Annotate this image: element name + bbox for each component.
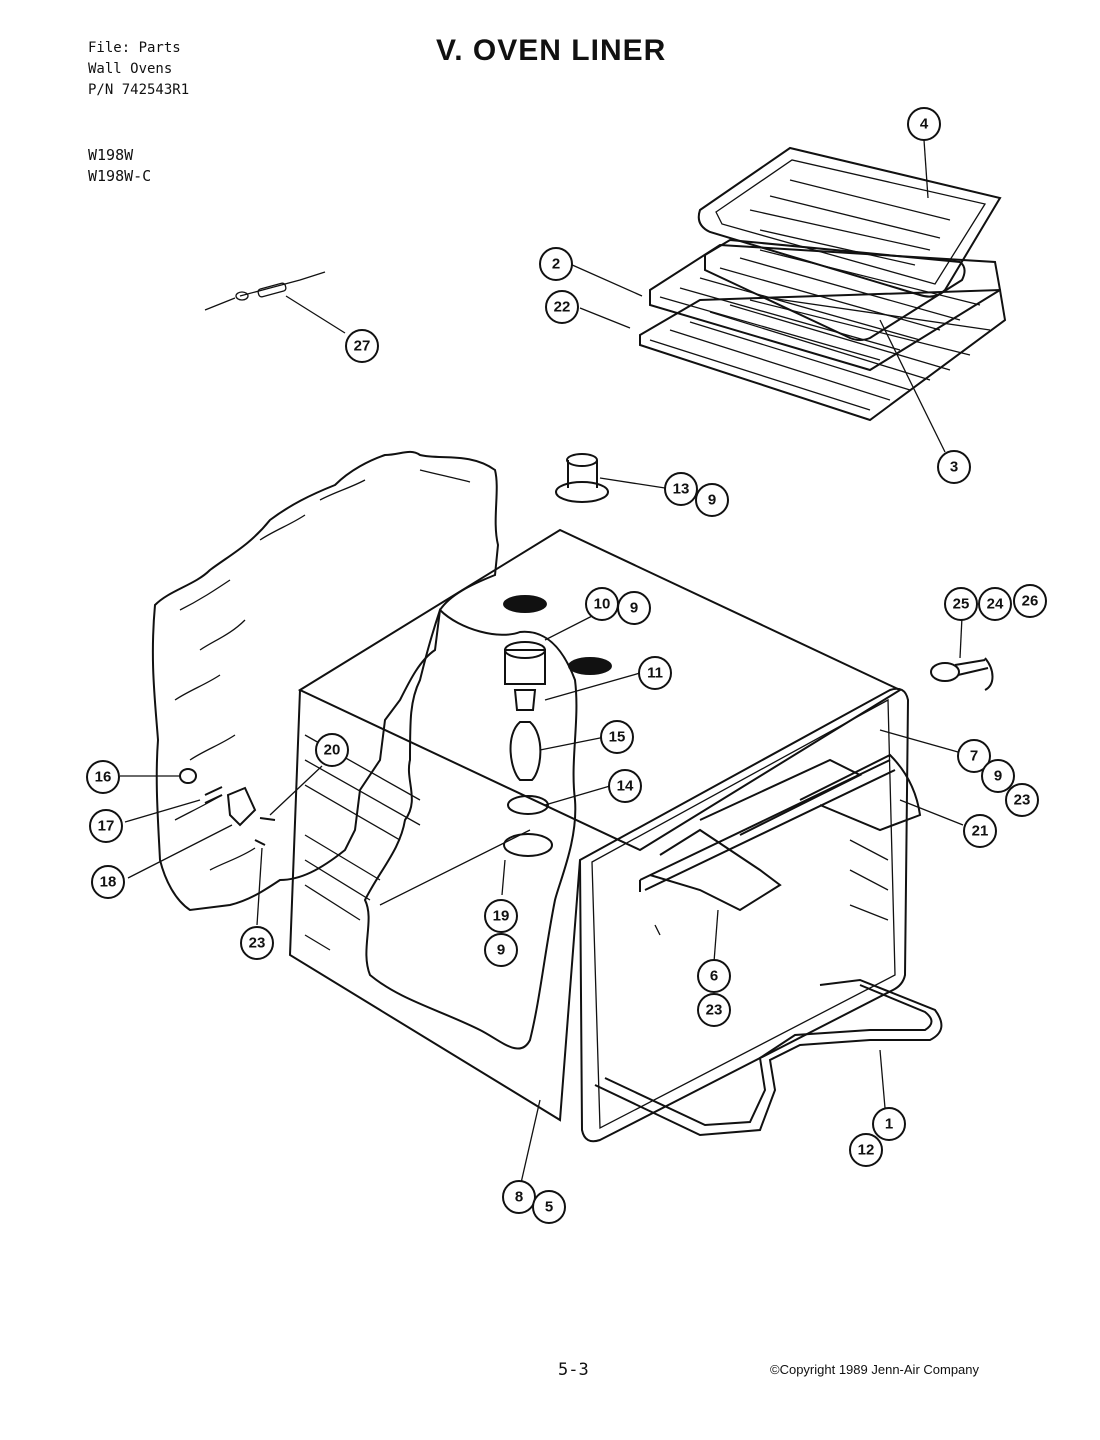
callout-3: 3 [937,450,971,484]
callout-label: 4 [920,116,929,133]
thermostat-bulb [930,657,994,691]
leader-lines [120,139,964,1184]
callout-label: 6 [710,968,718,985]
callout-label: 25 [953,596,970,613]
callout-9: 9 [695,483,729,517]
callout-24: 24 [978,587,1012,621]
light-socket-interior [504,641,546,711]
callout-label: 17 [98,818,115,835]
callout-7: 7 [957,739,991,773]
callout-label: 5 [545,1199,553,1216]
callout-11: 11 [638,656,672,690]
callout-12: 12 [849,1133,883,1167]
callout-9: 9 [981,759,1015,793]
callout-label: 22 [554,299,571,316]
insulation-blanket [151,450,500,912]
callout-22: 22 [545,290,579,324]
model-list: W198W W198W-C [88,145,151,187]
callout-13: 13 [664,472,698,506]
callout-label: 19 [493,908,510,925]
part-number-line: P/N 742543R1 [88,82,190,98]
callout-17: 17 [89,809,123,843]
callout-15: 15 [600,720,634,754]
callout-label: 13 [673,481,690,498]
callout-label: 18 [100,874,117,891]
callout-label: 12 [858,1142,875,1159]
callout-label: 14 [617,778,634,795]
callout-label: 1 [885,1116,893,1133]
page-number: 5-3 [558,1360,589,1380]
callout-label: 3 [950,459,958,476]
callout-label: 8 [515,1189,523,1206]
light-socket-top [555,453,609,503]
callout-label: 9 [708,492,716,509]
callout-10: 10 [585,587,619,621]
model-item: W198W-C [88,167,152,185]
callout-label: 2 [552,256,560,273]
callout-label: 26 [1022,593,1039,610]
callout-9: 9 [617,591,651,625]
oven-liner-cavity [288,528,910,1143]
category-line: Wall Ovens [88,61,173,77]
callout-23: 23 [1005,783,1039,817]
callout-label: 9 [630,600,638,617]
model-item: W198W [88,146,134,164]
callout-label: 11 [647,665,663,682]
callout-25: 25 [944,587,978,621]
callout-label: 16 [95,769,112,786]
callout-19: 19 [484,899,518,933]
callout-21: 21 [963,814,997,848]
light-lens [503,795,553,857]
callout-label: 23 [249,935,266,952]
oven-rack [639,243,1007,422]
file-line: File: Parts [88,40,181,56]
callout-20: 20 [315,733,349,767]
callout-16: 16 [86,760,120,794]
callout-label: 9 [994,768,1002,785]
callout-18: 18 [91,865,125,899]
callout-6: 6 [697,959,731,993]
callout-label: 21 [972,823,989,840]
callout-label: 9 [497,942,505,959]
callout-26: 26 [1013,584,1047,618]
page-title: V. OVEN LINER [436,34,667,67]
callout-label: 24 [987,596,1004,613]
callout-label: 7 [970,748,978,765]
callout-5: 5 [532,1190,566,1224]
probe-jack [204,271,326,311]
callout-label: 20 [324,742,341,759]
light-bulb [509,721,542,781]
callout-1: 1 [872,1107,906,1141]
callout-23: 23 [697,993,731,1027]
callout-14: 14 [608,769,642,803]
callout-23: 23 [240,926,274,960]
callout-label: 10 [594,596,611,613]
callout-label: 23 [706,1002,723,1019]
callout-label: 27 [354,338,371,355]
bake-element [594,978,943,1137]
broil-element [639,753,922,936]
callout-27: 27 [345,329,379,363]
temperature-sensor [179,768,276,846]
copyright-notice: ©Copyright 1989 Jenn-Air Company [770,1362,980,1377]
callout-label: 23 [1014,792,1031,809]
broiler-pan-grid [704,238,966,341]
callout-8: 8 [502,1180,536,1214]
file-info: File: Parts Wall Ovens P/N 742543R1 [88,38,189,101]
callout-2: 2 [539,247,573,281]
callout-4: 4 [907,107,941,141]
callout-9: 9 [484,933,518,967]
callout-label: 15 [609,729,626,746]
